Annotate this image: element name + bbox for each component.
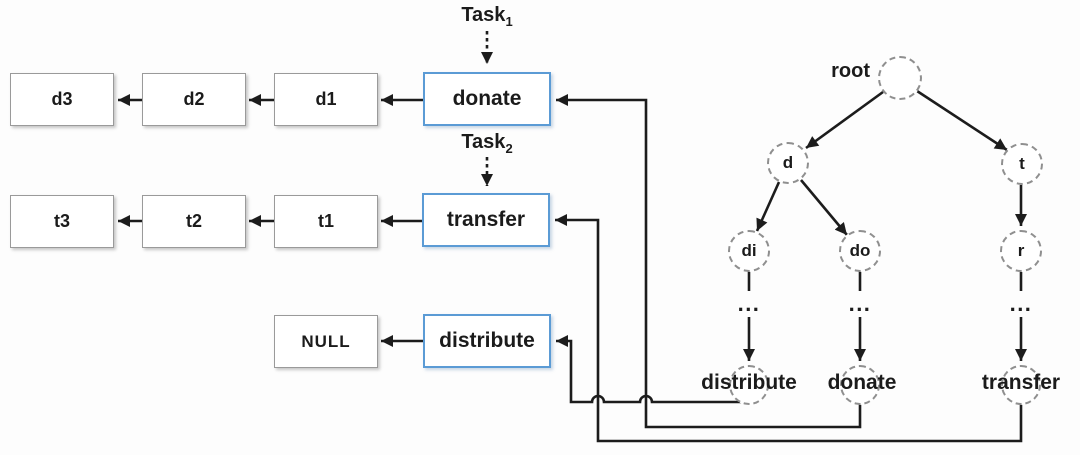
trie-leaf-circle-distribute [729, 365, 769, 405]
trie-ellipsis-di: ... [737, 291, 761, 316]
list-node-d1: d1 [274, 73, 378, 126]
trie-node-di: di [728, 230, 770, 272]
task1-base: Task [461, 4, 506, 26]
list-node-d2: d2 [142, 73, 246, 126]
trie-ellipsis-do: ... [848, 291, 872, 316]
trie-leaf-label-donate: donate [827, 371, 897, 394]
task2-subscript: 2 [505, 141, 513, 156]
trie-node-d: d [767, 142, 809, 184]
trie-ellipsis-r: ... [1009, 291, 1033, 316]
list-node-t1: t1 [274, 195, 378, 248]
list-node-null: NULL [274, 315, 378, 368]
trie-leaf-circle-transfer [1001, 365, 1041, 405]
trie-root-label: root [831, 60, 870, 82]
trie-node-do: do [839, 230, 881, 272]
connector-transfer-leaf-to-transfer-box [555, 214, 1023, 443]
edge-root-to-d [805, 90, 884, 150]
head-box-distribute: distribute [423, 314, 551, 368]
task2-base: Task [461, 131, 506, 153]
edge-d-to-di [755, 181, 781, 232]
connector-donate-leaf-to-donate-box [556, 94, 862, 429]
list-node-t2: t2 [142, 195, 246, 248]
task1-subscript: 1 [505, 14, 513, 29]
connector-distribute-leaf-to-distribute-box [556, 335, 757, 404]
task1-label: Task1 [461, 4, 513, 29]
list-node-d3: d3 [10, 73, 114, 126]
trie-root-node [878, 56, 922, 100]
trie-leaf-circle-donate [840, 365, 880, 405]
trie-leaf-label-distribute: distribute [701, 371, 797, 394]
trie-node-t: t [1001, 143, 1043, 185]
edge-d-to-do [800, 179, 848, 236]
task2-label: Task2 [461, 131, 513, 156]
head-box-transfer: transfer [422, 193, 550, 247]
head-box-donate: donate [423, 72, 551, 126]
trie-leaf-label-transfer: transfer [981, 371, 1061, 394]
list-node-t3: t3 [10, 195, 114, 248]
trie-node-r: r [1000, 230, 1042, 272]
edge-root-to-t [916, 89, 1008, 152]
